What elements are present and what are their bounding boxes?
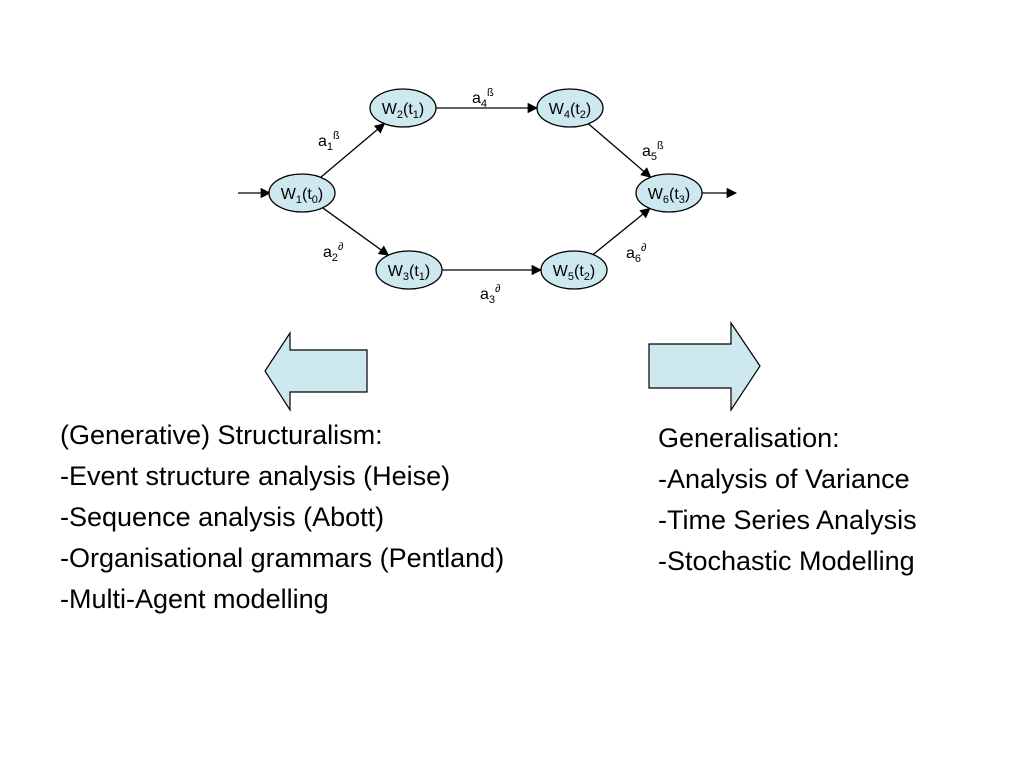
node-label: W4(t2) xyxy=(549,101,591,121)
node-ellipse xyxy=(375,250,443,290)
node-label: W1(t0) xyxy=(281,186,323,206)
list-item: -Stochastic Modelling xyxy=(658,546,915,576)
node-label: W5(t2) xyxy=(553,263,595,283)
node-label: W3(t1) xyxy=(388,263,430,283)
edge-label: a5ß xyxy=(642,140,664,163)
nodes-layer: W1(t0) W2(t1) W3(t1) W4(t2) W5(t2) W6(t3) xyxy=(268,88,703,290)
node-ellipse xyxy=(536,88,604,128)
node-ellipse xyxy=(635,173,703,213)
generalisation-list: Generalisation: -Analysis of Variance -T… xyxy=(658,418,917,582)
node-ellipse xyxy=(540,250,608,290)
node-ellipse xyxy=(369,88,437,128)
edge-w1-w2 xyxy=(320,123,386,178)
list-item: -Analysis of Variance xyxy=(658,464,910,494)
edge-w4-w6 xyxy=(587,123,652,178)
edge-label: a3∂ xyxy=(480,283,501,306)
list-item: -Time Series Analysis xyxy=(658,505,917,535)
list-item: -Multi-Agent modelling xyxy=(60,584,329,614)
state-node-w6: W6(t3) xyxy=(635,173,703,213)
edge-label: a4ß xyxy=(472,87,494,110)
node-ellipse xyxy=(268,173,336,213)
list-item: -Organisational grammars (Pentland) xyxy=(60,543,505,573)
edge-w1-w3 xyxy=(322,207,390,256)
edge-label: a2∂ xyxy=(323,241,344,264)
edge-w5-w6 xyxy=(592,207,651,256)
state-node-w1: W1(t0) xyxy=(268,173,336,213)
state-node-w4: W4(t2) xyxy=(536,88,604,128)
list-item: -Sequence analysis (Abott) xyxy=(60,502,385,532)
left-block-arrow xyxy=(264,330,368,413)
state-node-w2: W2(t1) xyxy=(369,88,437,128)
edge-label: a6∂ xyxy=(626,242,647,265)
edges-layer xyxy=(320,102,652,276)
structuralism-list: (Generative) Structuralism: -Event struc… xyxy=(60,415,504,620)
edge-label: a1ß xyxy=(318,130,340,153)
edge-labels-layer: a1ß a2∂ a3∂ a4ß a5ß a6∂ xyxy=(318,87,664,306)
node-label: W2(t1) xyxy=(382,101,424,121)
state-node-w5: W5(t2) xyxy=(540,250,608,290)
structuralism-heading: (Generative) Structuralism: xyxy=(60,420,383,450)
generalisation-heading: Generalisation: xyxy=(658,423,840,453)
right-block-arrow xyxy=(648,321,761,413)
state-node-w3: W3(t1) xyxy=(375,250,443,290)
list-item: -Event structure analysis (Heise) xyxy=(60,461,451,491)
node-label: W6(t3) xyxy=(648,186,690,206)
